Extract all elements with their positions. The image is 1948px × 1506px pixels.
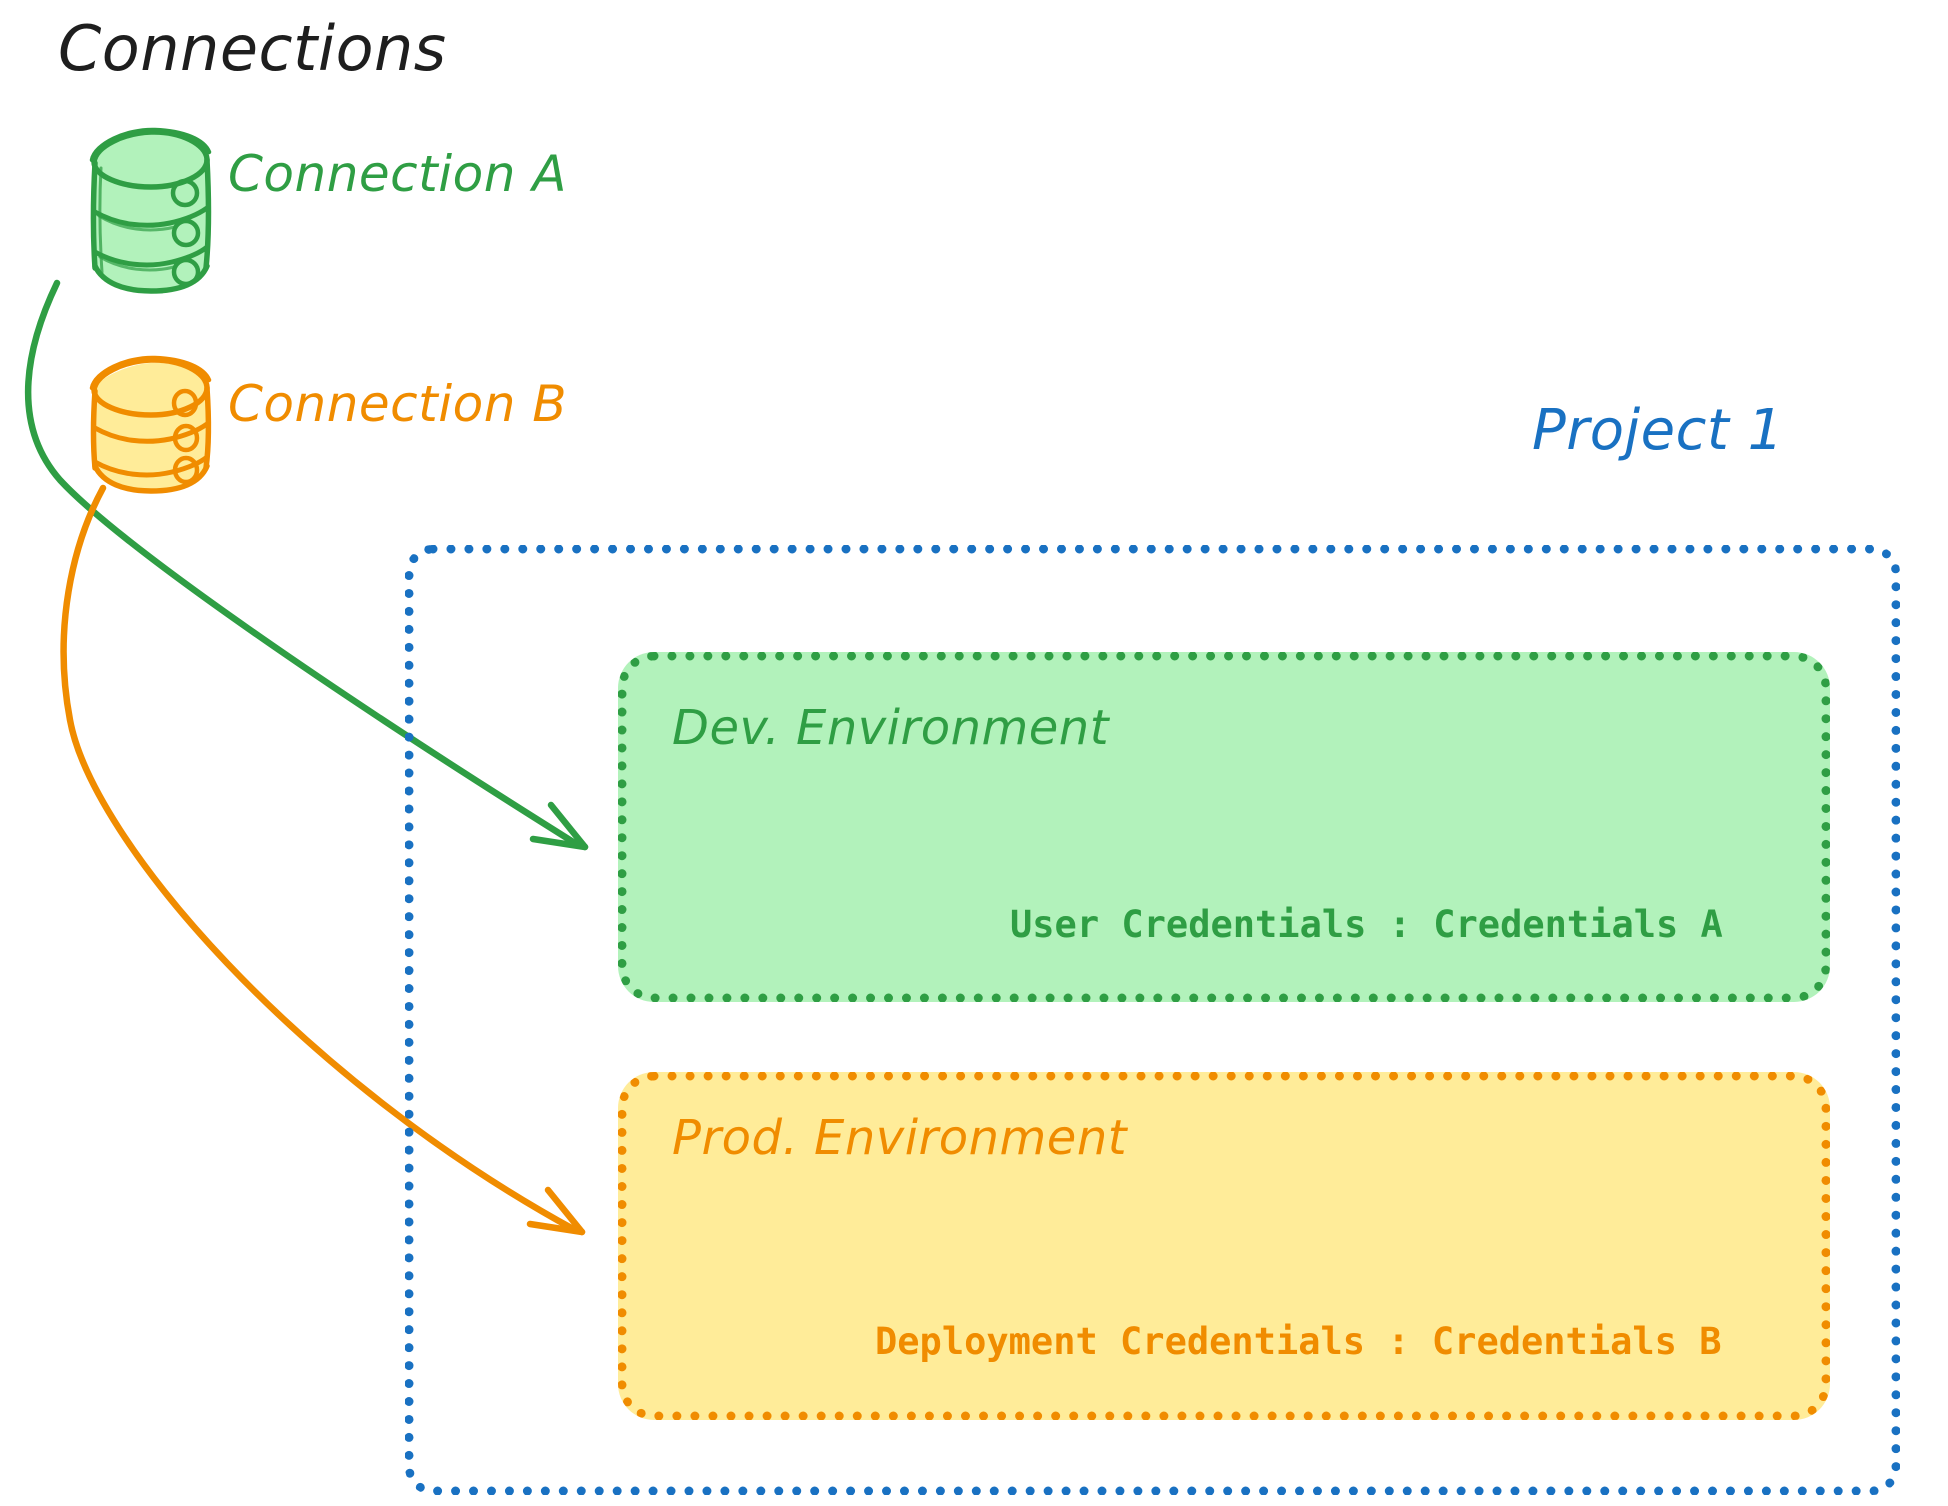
dev-environment-box[interactable]	[618, 652, 1830, 1002]
dev-environment-credentials: User Credentials : Credentials A	[1010, 903, 1723, 946]
project-label: Project 1	[1532, 398, 1784, 463]
prod-environment-credentials: Deployment Credentials : Credentials B	[875, 1320, 1722, 1363]
database-icon-connection-b[interactable]	[89, 355, 212, 494]
page-title: Connections	[58, 12, 447, 85]
project-container	[405, 545, 1900, 1495]
connection-a-label[interactable]: Connection A	[228, 145, 568, 203]
connection-b-label[interactable]: Connection B	[228, 375, 568, 433]
dev-environment-title: Dev. Environment	[672, 700, 1110, 756]
database-icon-connection-a[interactable]	[89, 127, 212, 294]
prod-environment-title: Prod. Environment	[672, 1110, 1128, 1166]
prod-environment-box[interactable]	[618, 1072, 1830, 1420]
